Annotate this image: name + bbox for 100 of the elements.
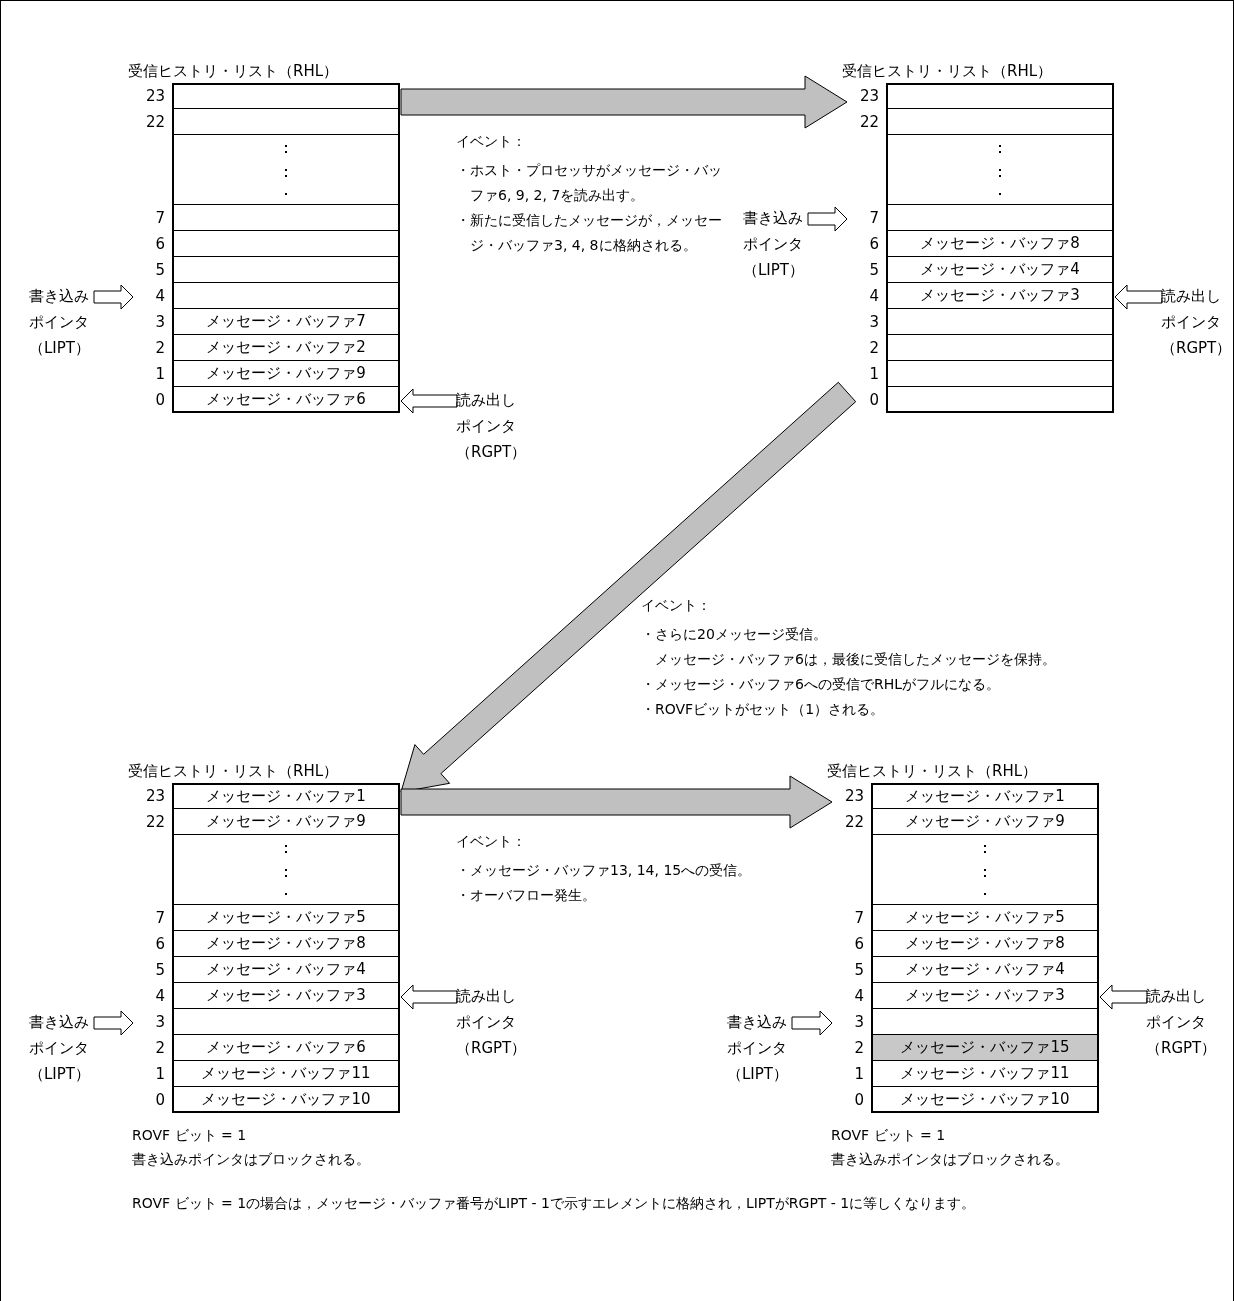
pointer-label: 読み出しポインタ（RGPT） <box>1161 283 1225 361</box>
status-note: ROVF ビット = 1 <box>132 1126 248 1145</box>
pointer-label: 書き込みポインタ（LIPT） <box>29 283 93 361</box>
row-number: 22 <box>144 112 166 133</box>
table-title: 受信ヒストリ・リスト（RHL） <box>827 761 1039 782</box>
row-number: 7 <box>853 908 865 929</box>
table-cell: メッセージ・バッファ11 <box>172 1061 400 1087</box>
row-number: 6 <box>154 934 166 955</box>
row-number: 5 <box>154 960 166 981</box>
row-number: 1 <box>154 1064 166 1085</box>
row-number: 4 <box>853 986 865 1007</box>
table-cell: メッセージ・バッファ15 <box>871 1035 1099 1061</box>
row-number: 2 <box>154 1038 166 1059</box>
row-number: 7 <box>154 908 166 929</box>
row-number: 2 <box>853 1038 865 1059</box>
pointer-arrow <box>93 1010 134 1036</box>
row-number: 6 <box>853 934 865 955</box>
row-number: 7 <box>154 208 166 229</box>
table-cell: メッセージ・バッファ3 <box>871 983 1099 1009</box>
row-number: 4 <box>154 986 166 1007</box>
event-heading: イベント： <box>456 132 527 151</box>
event-text: ・ホスト・プロセッサがメッセージ・バッファ6, 9, 2, 7を読み出す。 <box>456 161 723 205</box>
table-cell: メッセージ・バッファ9 <box>871 809 1099 835</box>
pointer-label: 書き込みポインタ（LIPT） <box>727 1009 791 1087</box>
table-cell: メッセージ・バッファ5 <box>871 905 1099 931</box>
table-cell: メッセージ・バッファ4 <box>172 957 400 983</box>
row-number: 0 <box>853 1090 865 1111</box>
row-number: 4 <box>154 286 166 307</box>
row-number: 23 <box>843 786 865 807</box>
pointer-arrow <box>93 284 134 310</box>
status-note: ROVF ビット = 1 <box>831 1126 947 1145</box>
event-text: ・新たに受信したメッセージが，メッセージ・バッファ3, 4, 8に格納される。 <box>456 211 723 255</box>
row-number: 4 <box>868 286 880 307</box>
table-title: 受信ヒストリ・リスト（RHL） <box>128 761 340 782</box>
table-title: 受信ヒストリ・リスト（RHL） <box>842 61 1054 82</box>
event-heading: イベント： <box>456 832 527 851</box>
pointer-label: 読み出しポインタ（RGPT） <box>456 387 520 465</box>
table-cell: メッセージ・バッファ9 <box>172 361 400 387</box>
row-number: 2 <box>868 338 880 359</box>
event-text: ・メッセージ・バッファ6への受信でRHLがフルになる。 <box>641 675 1001 694</box>
row-number: 1 <box>154 364 166 385</box>
pointer-label: 読み出しポインタ（RGPT） <box>456 983 520 1061</box>
table-cell: メッセージ・バッファ1 <box>172 783 400 809</box>
table-cell: メッセージ・バッファ8 <box>886 231 1114 257</box>
row-number: 5 <box>868 260 880 281</box>
table-cell: メッセージ・バッファ6 <box>172 387 400 413</box>
row-number: 3 <box>154 1012 166 1033</box>
row-number: 23 <box>858 86 880 107</box>
status-note: 書き込みポインタはブロックされる。 <box>831 1150 1069 1169</box>
pointer-label: 書き込みポインタ（LIPT） <box>29 1009 93 1087</box>
row-number: 2 <box>154 338 166 359</box>
row-number: 5 <box>154 260 166 281</box>
event-text: ・メッセージ・バッファ13, 14, 15への受信。 <box>456 861 753 880</box>
row-number: 23 <box>144 786 166 807</box>
block-arrow <box>400 775 833 829</box>
row-number: 3 <box>154 312 166 333</box>
event-text: ・オーバフロー発生。 <box>456 886 597 905</box>
row-number: 23 <box>144 86 166 107</box>
block-arrow <box>400 75 848 129</box>
row-number: 6 <box>868 234 880 255</box>
row-number: 7 <box>868 208 880 229</box>
row-number: 22 <box>144 812 166 833</box>
table-cell: メッセージ・バッファ4 <box>886 257 1114 283</box>
table-cell: メッセージ・バッファ1 <box>871 783 1099 809</box>
table-cell: メッセージ・バッファ2 <box>172 335 400 361</box>
status-note: 書き込みポインタはブロックされる。 <box>132 1150 370 1169</box>
row-number: 22 <box>843 812 865 833</box>
row-number: 1 <box>853 1064 865 1085</box>
table-cell: メッセージ・バッファ3 <box>172 983 400 1009</box>
table-cell: メッセージ・バッファ3 <box>886 283 1114 309</box>
row-number: 5 <box>853 960 865 981</box>
pointer-arrow <box>400 984 458 1010</box>
pointer-label: 読み出しポインタ（RGPT） <box>1146 983 1210 1061</box>
row-number: 0 <box>154 1090 166 1111</box>
table-cell: メッセージ・バッファ8 <box>172 931 400 957</box>
pointer-arrow <box>1114 284 1163 310</box>
row-number: 1 <box>868 364 880 385</box>
pointer-arrow <box>400 388 458 414</box>
event-text: ・さらに20メッセージ受信。 <box>641 625 828 644</box>
pointer-label: 書き込みポインタ（LIPT） <box>743 205 807 283</box>
table-cell: メッセージ・バッファ10 <box>172 1087 400 1113</box>
table-cell: メッセージ・バッファ4 <box>871 957 1099 983</box>
event-text: メッセージ・バッファ6は，最後に受信したメッセージを保持。 <box>654 650 1057 669</box>
row-number: 22 <box>858 112 880 133</box>
row-number: 0 <box>154 390 166 411</box>
row-number: 0 <box>868 390 880 411</box>
event-heading: イベント： <box>641 596 712 615</box>
table-cell: メッセージ・バッファ6 <box>172 1035 400 1061</box>
table-title: 受信ヒストリ・リスト（RHL） <box>128 61 340 82</box>
event-text: ・ROVFビットがセット（1）される。 <box>641 700 886 719</box>
table-cell: メッセージ・バッファ7 <box>172 309 400 335</box>
table-cell: メッセージ・バッファ10 <box>871 1087 1099 1113</box>
pointer-arrow <box>807 206 848 232</box>
row-number: 6 <box>154 234 166 255</box>
row-number: 3 <box>868 312 880 333</box>
table-cell: メッセージ・バッファ5 <box>172 905 400 931</box>
row-number: 3 <box>853 1012 865 1033</box>
pointer-arrow <box>791 1010 833 1036</box>
table-cell: メッセージ・バッファ8 <box>871 931 1099 957</box>
table-cell: メッセージ・バッファ9 <box>172 809 400 835</box>
